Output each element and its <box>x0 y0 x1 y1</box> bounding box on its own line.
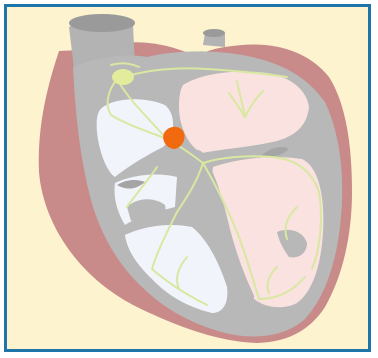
papillary-muscle <box>127 199 166 223</box>
pulmonary-opening <box>203 29 225 37</box>
diagram-frame <box>4 4 371 352</box>
aorta-opening <box>69 14 135 32</box>
heart-conduction-illustration <box>7 7 368 349</box>
sa-node <box>112 69 134 85</box>
